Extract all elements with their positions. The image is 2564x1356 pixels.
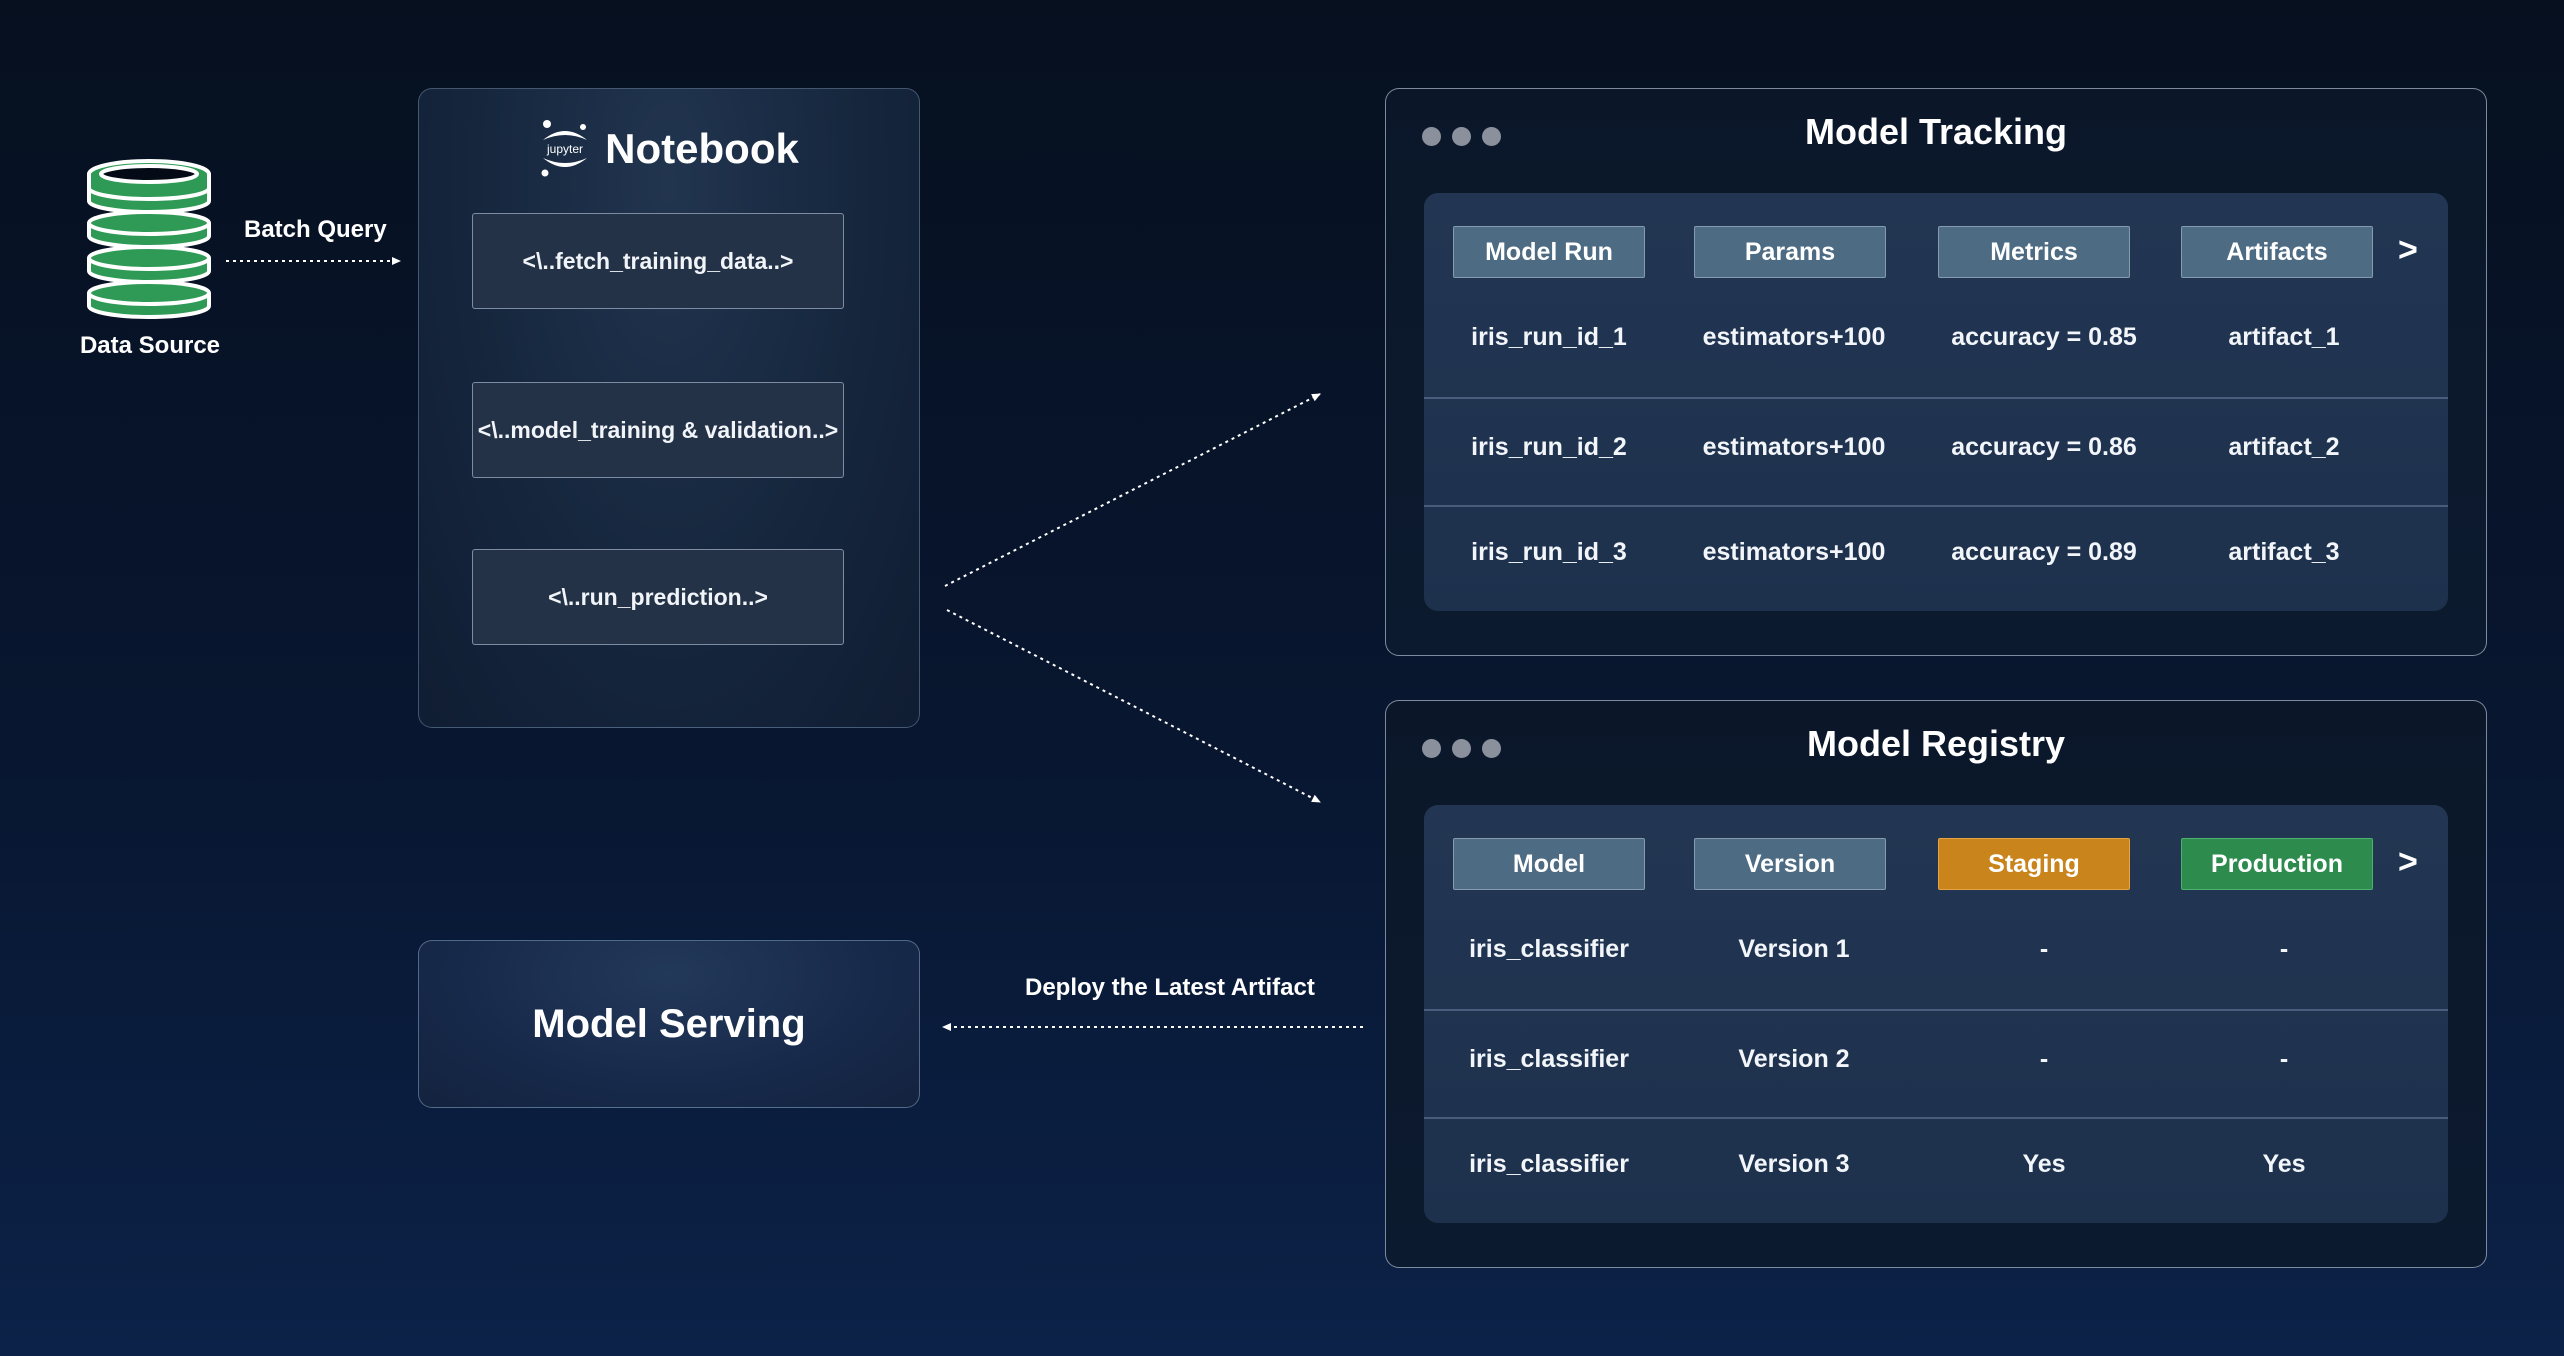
window-dot-icon <box>1422 127 1441 146</box>
table-cell: Version 3 <box>1738 1150 1850 1178</box>
notebook-header: jupyter Notebook <box>418 118 918 180</box>
column-header-params[interactable]: Params <box>1694 226 1886 278</box>
row-divider <box>1424 1117 2448 1119</box>
more-columns-icon[interactable]: > <box>2398 231 2418 269</box>
model-serving-panel[interactable]: Model Serving <box>418 940 920 1108</box>
table-cell: Yes <box>2022 1150 2066 1178</box>
window-dot-icon <box>1422 739 1441 758</box>
table-cell: Yes <box>2262 1150 2306 1178</box>
table-cell: estimators+100 <box>1702 538 1886 566</box>
table-cell: Version 1 <box>1738 935 1850 963</box>
column-header-model[interactable]: Model <box>1453 838 1645 890</box>
column-header-production[interactable]: Production <box>2181 838 2373 890</box>
tracking-table: Model Run Params Metrics Artifacts > iri… <box>1424 193 2448 611</box>
to-tracking-arrow <box>944 393 1321 587</box>
table-cell: artifact_2 <box>2228 433 2340 461</box>
table-cell: - <box>2279 1045 2289 1073</box>
data-source-label: Data Source <box>79 332 221 359</box>
to-registry-arrow <box>946 609 1321 803</box>
deploy-label: Deploy the Latest Artifact <box>1025 974 1315 1001</box>
column-header-staging[interactable]: Staging <box>1938 838 2130 890</box>
model-registry-window: Model Registry Model Version Staging Pro… <box>1385 700 2487 1268</box>
jupyter-logo-text: jupyter <box>546 142 583 156</box>
table-cell: accuracy = 0.89 <box>1951 538 2137 566</box>
table-cell: artifact_1 <box>2228 323 2340 351</box>
table-cell: - <box>2039 1045 2049 1073</box>
model-serving-title: Model Serving <box>532 1001 806 1046</box>
notebook-title: Notebook <box>605 125 799 172</box>
row-divider <box>1424 505 2448 507</box>
registry-table: Model Version Staging Production > iris_… <box>1424 805 2448 1223</box>
model-training-step[interactable]: <\..model_training & validation..> <box>472 382 844 478</box>
column-header-artifacts[interactable]: Artifacts <box>2181 226 2373 278</box>
table-cell: iris_classifier <box>1469 1150 1629 1178</box>
row-divider <box>1424 397 2448 399</box>
column-header-metrics[interactable]: Metrics <box>1938 226 2130 278</box>
run-prediction-step[interactable]: <\..run_prediction..> <box>472 549 844 645</box>
column-header-version[interactable]: Version <box>1694 838 1886 890</box>
table-cell: accuracy = 0.85 <box>1951 323 2137 351</box>
window-dot-icon <box>1482 739 1501 758</box>
table-cell: - <box>2279 935 2289 963</box>
table-cell: artifact_3 <box>2228 538 2340 566</box>
more-columns-icon[interactable]: > <box>2398 843 2418 881</box>
table-cell: iris_run_id_3 <box>1471 538 1627 566</box>
model-tracking-title: Model Tracking <box>1804 111 2068 152</box>
table-cell: iris_classifier <box>1469 1045 1629 1073</box>
table-cell: iris_run_id_1 <box>1471 323 1627 351</box>
window-dot-icon <box>1482 127 1501 146</box>
table-cell: accuracy = 0.86 <box>1951 433 2137 461</box>
table-cell: Version 2 <box>1738 1045 1850 1073</box>
model-registry-title: Model Registry <box>1806 723 2066 764</box>
jupyter-icon: jupyter <box>541 120 588 177</box>
row-divider <box>1424 1009 2448 1011</box>
database-icon <box>87 159 211 319</box>
table-cell: - <box>2039 935 2049 963</box>
window-dot-icon <box>1452 739 1471 758</box>
batch-query-label: Batch Query <box>244 216 387 243</box>
window-dot-icon <box>1452 127 1471 146</box>
table-cell: estimators+100 <box>1702 433 1886 461</box>
table-cell: estimators+100 <box>1702 323 1886 351</box>
table-cell: iris_classifier <box>1469 935 1629 963</box>
fetch-training-data-step[interactable]: <\..fetch_training_data..> <box>472 213 844 309</box>
table-cell: iris_run_id_2 <box>1471 433 1627 461</box>
column-header-model-run[interactable]: Model Run <box>1453 226 1645 278</box>
model-tracking-window: Model Tracking Model Run Params Metrics … <box>1385 88 2487 656</box>
